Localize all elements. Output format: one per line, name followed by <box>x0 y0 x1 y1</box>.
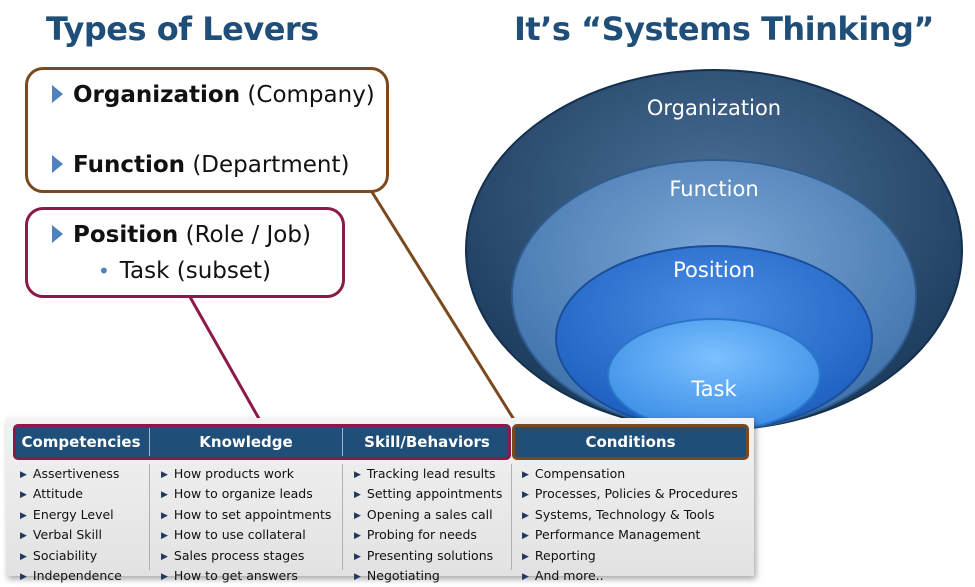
conditions-list: Compensation Processes, Policies & Proce… <box>522 465 738 587</box>
header-conditions: Conditions <box>585 433 676 451</box>
knowledge-list: How products work How to organize leads … <box>161 465 332 587</box>
header-competencies: Competencies <box>21 433 141 451</box>
position-header-band <box>13 424 511 460</box>
list-item: Negotiating <box>354 567 502 587</box>
list-item: How to set appointments <box>161 506 332 526</box>
list-item: Probing for needs <box>354 526 502 546</box>
list-item: Verbal Skill <box>20 526 122 546</box>
systems-rings-diagram <box>465 69 963 432</box>
header-skill-behaviors: Skill/Behaviors <box>364 433 490 451</box>
ring-label-position: Position <box>673 258 755 282</box>
list-item: Performance Management <box>522 526 738 546</box>
ring-label-function: Function <box>669 177 759 201</box>
brown-connector <box>370 191 520 427</box>
list-item: Systems, Technology & Tools <box>522 506 738 526</box>
list-item: Setting appointments <box>354 485 502 505</box>
header-divider <box>342 428 343 456</box>
list-item: Presenting solutions <box>354 547 502 567</box>
list-item: How products work <box>161 465 331 485</box>
lever-bold-label: Organization <box>73 82 241 108</box>
lever-item-position: Position (Role / Job) <box>73 222 311 248</box>
skill-behaviors-list: Tracking lead results Setting appointmen… <box>354 465 502 587</box>
list-item: Energy Level <box>20 506 122 526</box>
ring-label-organization: Organization <box>646 96 782 120</box>
column-divider <box>342 464 343 570</box>
triangle-bullet-icon <box>52 155 63 173</box>
column-divider <box>149 464 150 570</box>
list-item: Opening a sales call <box>354 506 502 526</box>
list-item: And more.. <box>522 567 738 587</box>
list-item: Independence <box>20 567 122 587</box>
ring-label-task: Task <box>691 377 737 401</box>
list-item: Assertiveness <box>20 465 122 485</box>
lever-bold-label: Function <box>73 152 186 178</box>
competencies-list: Assertiveness Attitude Energy Level Verb… <box>20 465 122 587</box>
list-item: Attitude <box>20 485 122 505</box>
list-item: Processes, Policies & Procedures <box>522 485 738 505</box>
bullet-dot-icon: • <box>98 259 110 283</box>
left-title: Types of Levers <box>46 10 319 48</box>
list-item: How to get answers <box>161 567 331 587</box>
lever-sub-item-task: • Task (subset) <box>98 258 271 284</box>
lever-detail: (Company) <box>240 82 375 108</box>
lever-detail: (Role / Job) <box>178 222 311 248</box>
triangle-bullet-icon <box>52 85 63 103</box>
list-item: Tracking lead results <box>354 465 502 485</box>
list-item: How to organize leads <box>161 485 331 505</box>
lever-item-function: Function (Department) <box>73 152 349 178</box>
triangle-bullet-icon <box>52 225 63 243</box>
list-item: How to use collateral <box>161 526 331 546</box>
conditions-header-band <box>512 424 749 460</box>
list-item: Compensation <box>522 465 738 485</box>
header-knowledge: Knowledge <box>199 433 293 451</box>
lever-sub-label: Task (subset) <box>119 258 272 284</box>
header-divider <box>149 428 150 456</box>
column-divider <box>511 464 512 570</box>
list-item: Reporting <box>522 547 738 567</box>
right-title: It’s “Systems Thinking” <box>514 10 934 48</box>
levers-box-organization-function: Organization (Company) Function (Departm… <box>25 67 389 193</box>
lever-item-organization: Organization (Company) <box>73 82 375 108</box>
lever-detail: (Department) <box>185 152 350 178</box>
lever-bold-label: Position <box>73 222 179 248</box>
list-item: Sales process stages <box>161 547 331 567</box>
list-item: Sociability <box>20 547 122 567</box>
levers-box-position: Position (Role / Job) • Task (subset) <box>25 207 345 298</box>
ring-task <box>607 318 821 432</box>
maroon-connector <box>188 296 264 425</box>
